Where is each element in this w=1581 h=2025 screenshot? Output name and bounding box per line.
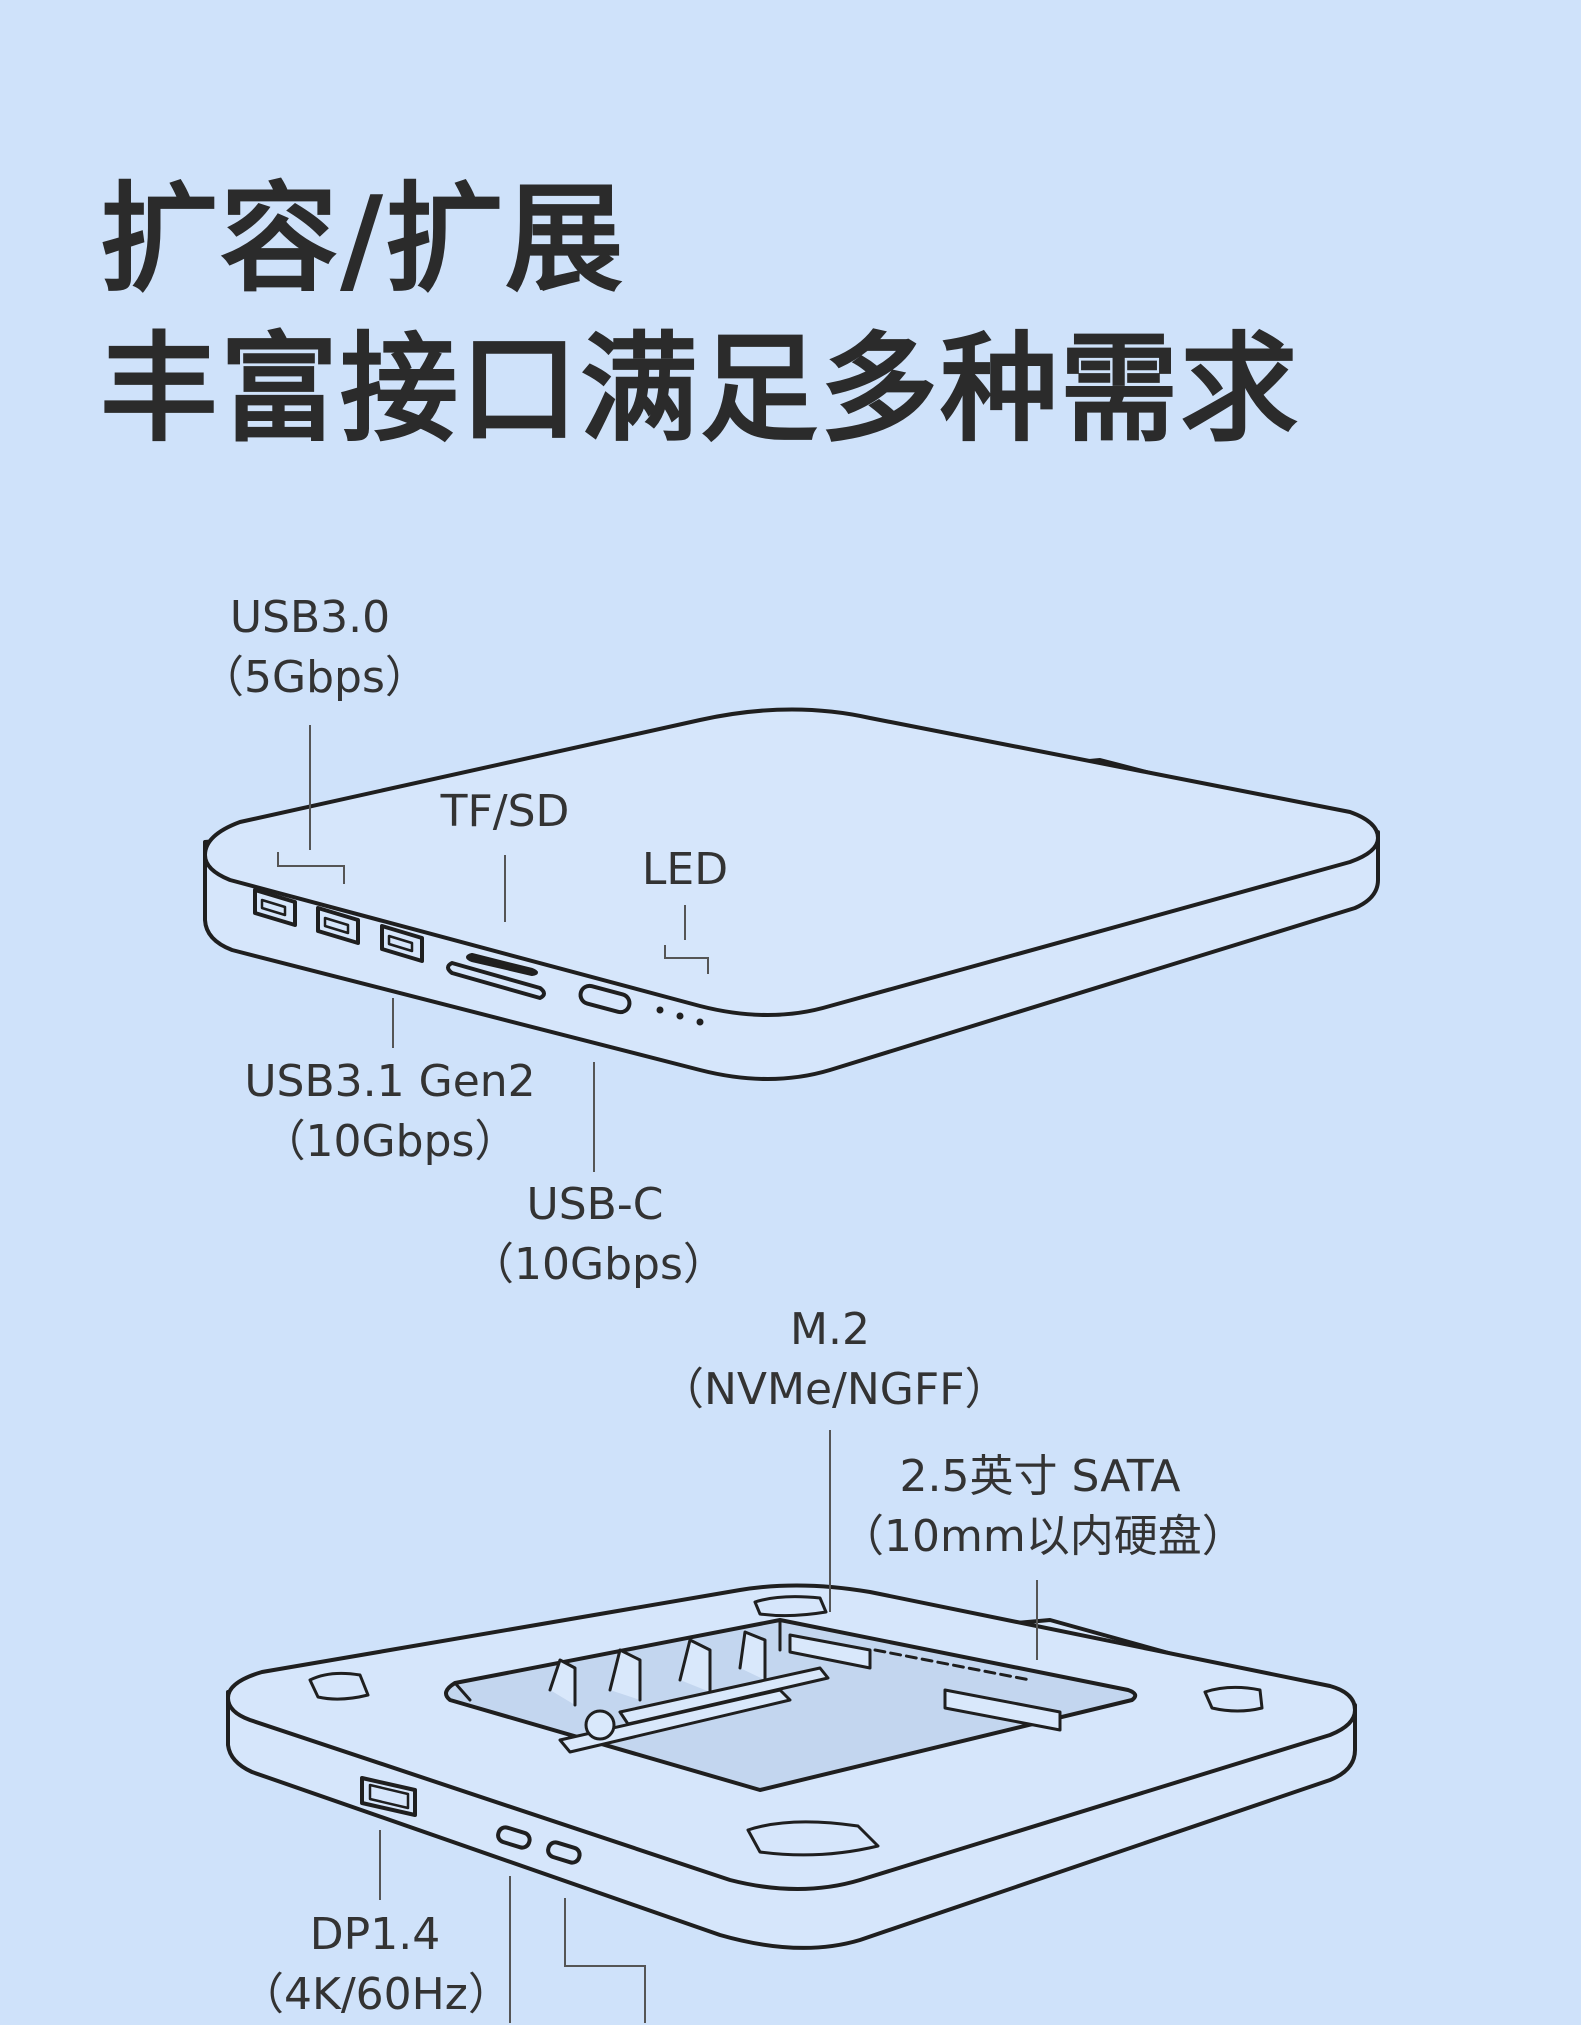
usb30-port-1 xyxy=(253,888,297,927)
label-dp: DP1.4 （4K/60Hz） xyxy=(240,1905,512,2025)
label-tfsd: TF/SD xyxy=(410,782,600,842)
label-usbc: USB-C （10Gbps） xyxy=(470,1175,727,1295)
label-sata: 2.5英寸 SATA （10mm以内硬盘） xyxy=(840,1447,1246,1567)
led-indicators xyxy=(656,1006,704,1026)
label-m2-speed: （NVMe/NGFF） xyxy=(660,1364,1009,1415)
headline-line-2: 丰富接口满足多种需求 xyxy=(100,320,1301,458)
label-usb31-name: USB3.1 Gen2 xyxy=(244,1056,536,1107)
label-sata-name: 2.5英寸 SATA xyxy=(899,1451,1181,1502)
label-dp-name: DP1.4 xyxy=(309,1909,441,1960)
usb30-port-2 xyxy=(316,906,360,945)
label-tfsd-name: TF/SD xyxy=(440,786,570,837)
label-led-name: LED xyxy=(641,844,729,895)
usb-c-port-1 xyxy=(496,1825,532,1850)
leader-lines xyxy=(277,725,1038,2023)
label-usb31-speed: （10Gbps） xyxy=(261,1116,519,1167)
headline-line-1: 扩容/扩展 xyxy=(100,170,626,308)
label-sata-speed: （10mm以内硬盘） xyxy=(840,1511,1246,1562)
dp-port xyxy=(360,1776,417,1817)
sata-connector xyxy=(788,1633,1062,1732)
label-usbc-speed: （10Gbps） xyxy=(470,1239,727,1290)
label-usb30: USB3.0 （5Gbps） xyxy=(200,588,429,708)
label-usb30-name: USB3.0 xyxy=(229,592,391,643)
m2-bay xyxy=(548,1630,830,1754)
usb-c-port xyxy=(578,983,632,1015)
label-usb31: USB3.1 Gen2 （10Gbps） xyxy=(240,1052,540,1172)
usb31-port xyxy=(380,924,424,963)
label-m2: M.2 （NVMe/NGFF） xyxy=(660,1300,1009,1420)
hub-device xyxy=(203,707,1380,1081)
rubber-feet xyxy=(308,1595,1264,1857)
sd-slot xyxy=(446,961,546,1000)
label-usbc-name: USB-C xyxy=(526,1179,664,1230)
enclosure-device xyxy=(226,1583,1357,1950)
label-dp-speed: （4K/60Hz） xyxy=(240,1969,512,2020)
label-m2-name: M.2 xyxy=(790,1304,870,1355)
usb-c-port-2 xyxy=(546,1840,582,1865)
tf-slot xyxy=(466,953,538,976)
label-led: LED xyxy=(620,840,750,900)
label-usb30-speed: （5Gbps） xyxy=(200,652,429,703)
